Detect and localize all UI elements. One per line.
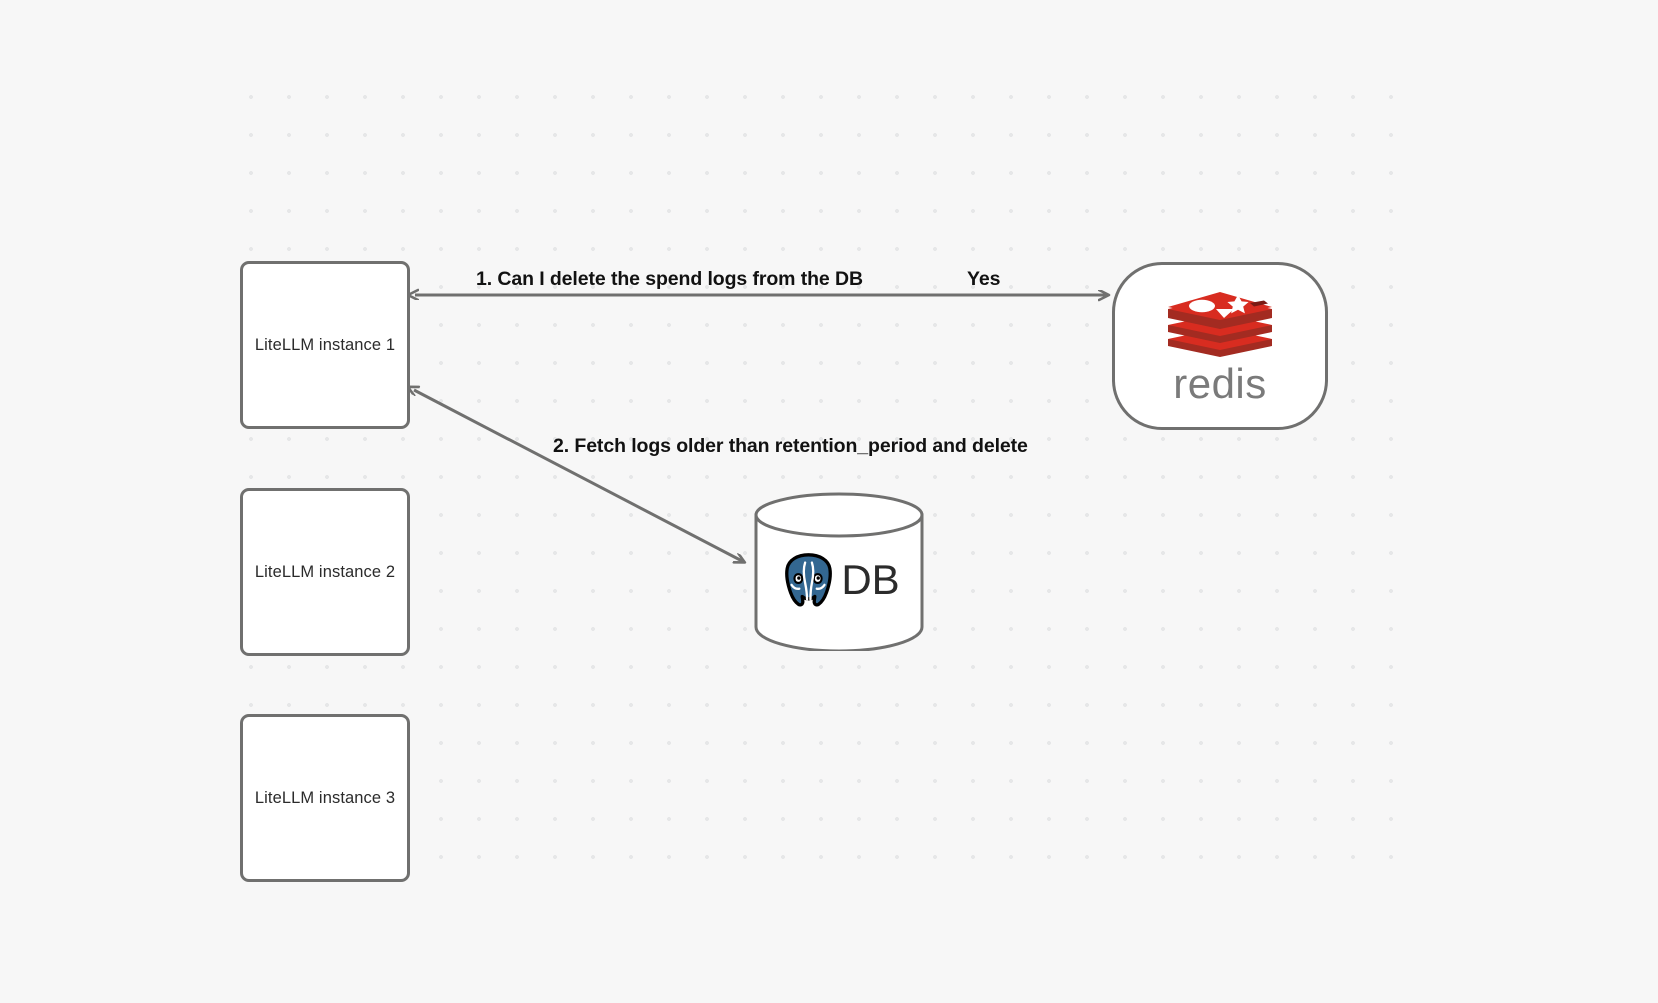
node-label-instance-2: LiteLLM instance 2 xyxy=(254,562,396,581)
edge-label-1: 1. Can I delete the spend logs from the … xyxy=(476,268,863,290)
node-database[interactable]: DB xyxy=(753,491,925,651)
edge-label-1-reply: Yes xyxy=(967,268,1001,290)
node-litellm-instance-1[interactable]: LiteLLM instance 1 xyxy=(240,261,410,429)
node-litellm-instance-2[interactable]: LiteLLM instance 2 xyxy=(240,488,410,656)
cylinder-shape xyxy=(754,492,924,651)
node-label-redis: redis xyxy=(1173,360,1267,407)
postgresql-elephant-icon xyxy=(785,553,833,607)
redis-logo-icon xyxy=(1168,292,1272,357)
edge-label-2: 2. Fetch logs older than retention_perio… xyxy=(553,435,1028,457)
edge-instance1-database xyxy=(414,390,744,562)
node-redis[interactable]: redis xyxy=(1112,262,1328,430)
node-label-instance-1: LiteLLM instance 1 xyxy=(254,335,396,354)
node-litellm-instance-3[interactable]: LiteLLM instance 3 xyxy=(240,714,410,882)
node-label-database: DB xyxy=(841,556,900,603)
node-label-instance-3: LiteLLM instance 3 xyxy=(254,788,396,807)
